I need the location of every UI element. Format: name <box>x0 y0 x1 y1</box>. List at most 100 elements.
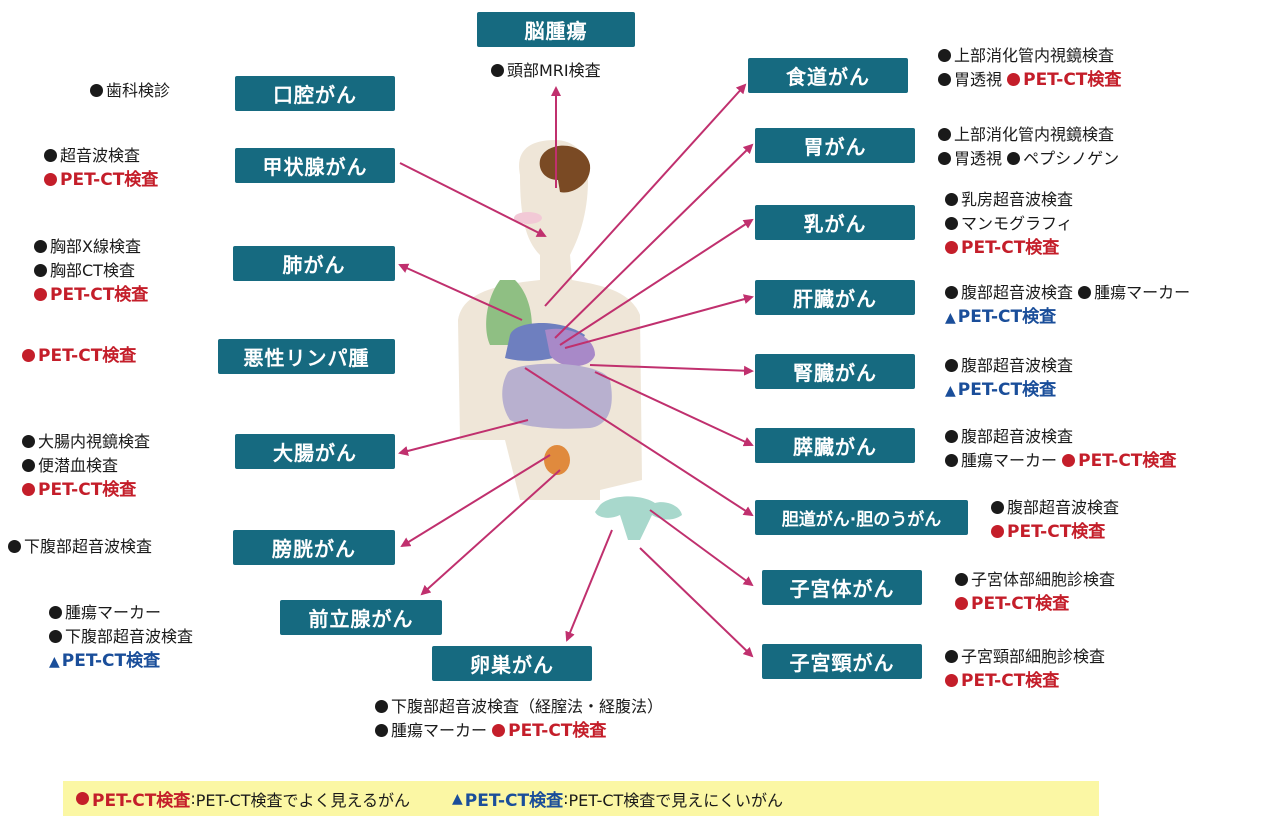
test-line: 上部消化管内視鏡検査 <box>938 123 1119 147</box>
label-thyroid: 甲状腺がん <box>235 148 395 183</box>
triangle-icon: ▲ <box>49 654 60 670</box>
bullet-icon <box>22 459 35 472</box>
test-line: 乳房超音波検査 <box>945 188 1073 212</box>
test-line: 腫瘍マーカー PET-CT検査 <box>375 719 663 743</box>
label-prostate: 前立腺がん <box>280 600 442 635</box>
test-line: 胃透視 ペプシノゲン <box>938 147 1119 171</box>
pet-ct-good: PET-CT検査 <box>1023 70 1122 90</box>
tests-ovary: 下腹部超音波検査（経膣法・経腹法） 腫瘍マーカー PET-CT検査 <box>375 695 663 743</box>
label-lung: 肺がん <box>233 246 395 281</box>
bullet-icon <box>34 264 47 277</box>
test-name: 腫瘍マーカー <box>65 603 162 622</box>
uterus-icon <box>595 496 682 540</box>
legend-poor-text: PET-CT検査で見えにくいがん <box>568 790 783 810</box>
test-line: 腹部超音波検査 <box>945 425 1176 449</box>
test-line: PET-CT検査 <box>955 592 1115 616</box>
red-dot-icon <box>492 724 506 737</box>
bullet-icon <box>945 193 958 206</box>
label-bladder: 膀胱がん <box>233 530 395 565</box>
test-line: 腹部超音波検査 腫瘍マーカー <box>945 281 1190 305</box>
label-liver: 肝臓がん <box>755 280 915 315</box>
tests-kidney: 腹部超音波検査▲PET-CT検査 <box>945 354 1073 403</box>
label-stomach: 胃がん <box>755 128 915 163</box>
label-brain: 脳腫瘍 <box>477 12 635 47</box>
test-name: ペプシノゲン <box>1023 149 1120 168</box>
test-name: 歯科検診 <box>106 81 171 100</box>
test-name: 下腹部超音波検査（経膣法・経腹法） <box>391 697 664 716</box>
bullet-icon <box>49 630 62 643</box>
test-name: 子宮体部細胞診検査 <box>971 570 1116 589</box>
tests-liver: 腹部超音波検査 腫瘍マーカー▲PET-CT検査 <box>945 281 1190 330</box>
red-dot-icon <box>955 597 968 610</box>
test-name: 腹部超音波検査 <box>1007 498 1120 517</box>
tests-bladder: 下腹部超音波検査 <box>8 535 152 559</box>
test-name: 下腹部超音波検査 <box>24 537 153 556</box>
torso-silhouette <box>458 140 642 500</box>
test-name: 胸部X線検査 <box>50 237 141 256</box>
test-line: 子宮体部細胞診検査 <box>955 568 1115 592</box>
bullet-icon <box>44 149 57 162</box>
label-biliary: 胆道がん·胆のうがん <box>755 500 968 535</box>
red-dot-icon <box>34 288 47 301</box>
test-name: 乳房超音波検査 <box>961 190 1074 209</box>
triangle-icon: ▲ <box>945 383 956 399</box>
test-line: PET-CT検査 <box>945 669 1105 693</box>
test-line: マンモグラフィ <box>945 212 1073 236</box>
bullet-icon <box>938 128 951 141</box>
pet-ct-good: PET-CT検査 <box>50 285 149 305</box>
bullet-icon <box>945 286 958 299</box>
test-name: 腫瘍マーカー <box>391 721 488 740</box>
label-kidney: 腎臓がん <box>755 354 915 389</box>
bullet-icon <box>938 49 951 62</box>
label-cervix: 子宮頸がん <box>762 644 922 679</box>
tests-lung: 胸部X線検査胸部CT検査 PET-CT検査 <box>34 235 148 307</box>
test-line: PET-CT検査 <box>945 236 1073 260</box>
label-uterus-body: 子宮体がん <box>762 570 922 605</box>
test-line: 腹部超音波検査 <box>945 354 1073 378</box>
bullet-icon <box>90 84 103 97</box>
test-line: 上部消化管内視鏡検査 <box>938 44 1121 68</box>
legend-pet-red: PET-CT検査 <box>92 791 191 811</box>
organs <box>486 145 682 540</box>
red-dot-icon <box>76 792 89 805</box>
red-dot-icon <box>1062 454 1076 467</box>
test-line: 下腹部超音波検査（経膣法・経腹法） <box>375 695 663 719</box>
red-dot-icon <box>991 525 1004 538</box>
pet-ct-good: PET-CT検査 <box>38 346 137 366</box>
tests-esophagus: 上部消化管内視鏡検査胃透視 PET-CT検査 <box>938 44 1121 92</box>
test-line: 胸部CT検査 <box>34 259 148 283</box>
brain-icon <box>539 145 591 193</box>
red-dot-icon <box>22 483 35 496</box>
test-line: 子宮頸部細胞診検査 <box>945 645 1105 669</box>
legend-good-text: PET-CT検査でよく見えるがん <box>195 790 411 810</box>
test-name: 大腸内視鏡検査 <box>38 432 151 451</box>
legend: PET-CT検査:PET-CT検査でよく見えるがん ▲PET-CT検査:PET-… <box>63 781 1099 816</box>
bullet-icon <box>49 606 62 619</box>
test-name: 腹部超音波検査 <box>961 356 1074 375</box>
red-dot-icon <box>945 241 958 254</box>
test-name: 胸部CT検査 <box>50 261 135 280</box>
test-line: PET-CT検査 <box>44 168 158 192</box>
pet-ct-good: PET-CT検査 <box>508 721 607 741</box>
test-line: 頭部MRI検査 <box>491 59 601 83</box>
tests-uterus-body: 子宮体部細胞診検査 PET-CT検査 <box>955 568 1115 616</box>
bladder-icon <box>544 445 570 475</box>
bullet-icon <box>938 73 951 86</box>
tests-brain: 頭部MRI検査 <box>491 59 601 83</box>
test-line: ▲PET-CT検査 <box>49 649 193 674</box>
test-line: 歯科検診 <box>90 79 170 103</box>
test-name: 下腹部超音波検査 <box>65 627 194 646</box>
triangle-icon: ▲ <box>945 310 956 326</box>
test-line: 超音波検査 <box>44 144 158 168</box>
tests-stomach: 上部消化管内視鏡検査胃透視 ペプシノゲン <box>938 123 1119 171</box>
test-line: ▲PET-CT検査 <box>945 305 1190 330</box>
bullet-icon <box>938 152 951 165</box>
label-ovary: 卵巣がん <box>432 646 592 681</box>
test-name: 腹部超音波検査 <box>961 283 1074 302</box>
bullet-icon <box>945 217 958 230</box>
label-oral: 口腔がん <box>235 76 395 111</box>
bullet-icon <box>491 64 504 77</box>
